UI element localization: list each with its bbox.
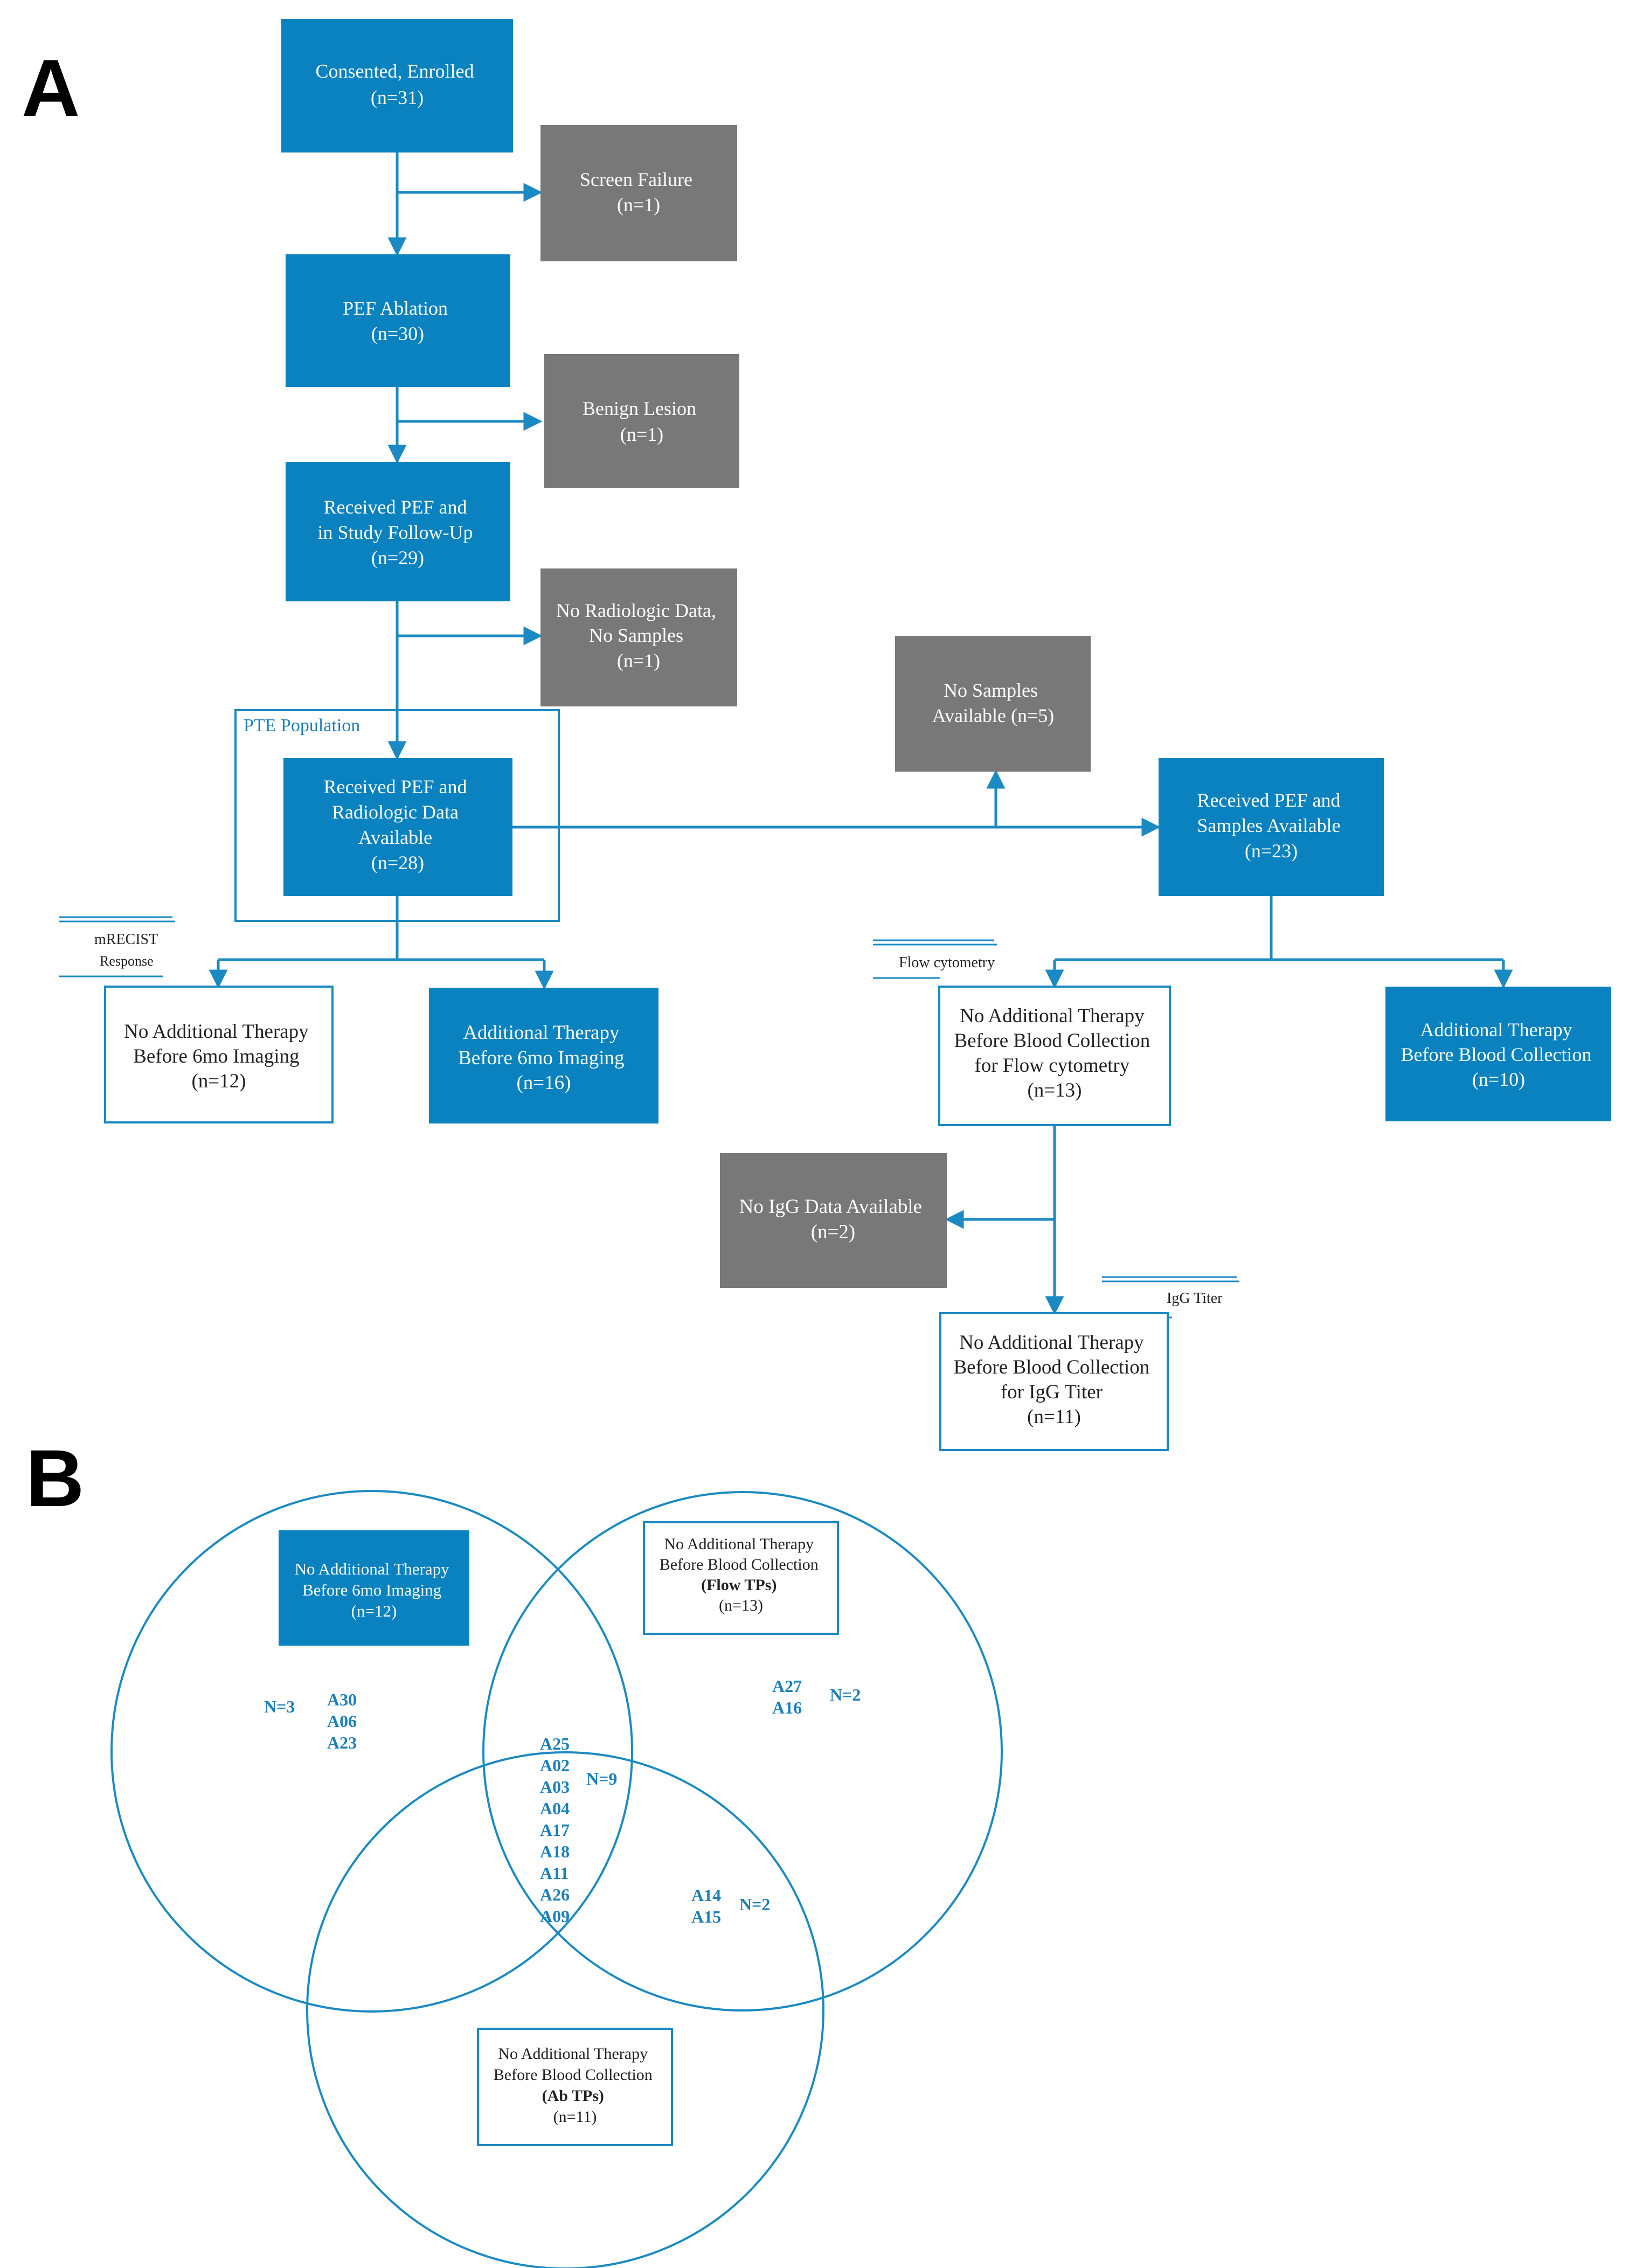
svg-text:PEF Ablation (n=30): PEF Ablation (n=30) xyxy=(343,297,453,344)
pte-population-outline xyxy=(234,709,560,922)
box-no-samples: No Samples Available (n=5) xyxy=(895,636,1091,772)
center-id: A18 xyxy=(540,1842,570,1861)
imaging-only-id: A06 xyxy=(327,1711,357,1731)
svg-text:No Additional Therapy Be: No Additional Therapy Before Blood Colle… xyxy=(953,1331,1154,1428)
venn-region-labels: N=3 A30 A06 A23 N=2 A27 A16 N=9 A25 A02 … xyxy=(264,1676,861,1926)
svg-text:Additional Therapy Befor: Additional Therapy Before 6mo Imaging (n… xyxy=(458,1022,629,1094)
imaging-only-id: A30 xyxy=(327,1690,357,1709)
center-id: A03 xyxy=(540,1777,570,1797)
center-id: A09 xyxy=(540,1906,570,1926)
flow-only-id: A27 xyxy=(772,1676,802,1696)
pte-population-label: PTE Population xyxy=(244,716,360,736)
box-no-radiologic: No Radiologic Data, No Samples (n=1) xyxy=(540,568,737,706)
flowchart-connectors xyxy=(209,152,1513,1315)
box-add-blood: Additional Therapy Before Blood Collecti… xyxy=(1385,987,1611,1121)
svg-text:No Additional Therapy Be: No Additional Therapy Before Blood Colle… xyxy=(954,1005,1155,1101)
imaging-only-count: N=3 xyxy=(264,1697,295,1716)
svg-text:No Additional Therapy Be: No Additional Therapy Before Blood Colle… xyxy=(660,1535,822,1614)
venn-box-imaging: No Additional Therapy Before 6mo Imaging… xyxy=(279,1530,469,1646)
panel-a-label: A xyxy=(22,43,80,133)
box-no-add-imaging: No Additional Therapy Before 6mo Imaging… xyxy=(104,986,334,1123)
svg-text:No Additional Therapy Be: No Additional Therapy Before Blood Colle… xyxy=(494,2045,656,2126)
svg-text:IgG Titer: IgG Titer xyxy=(1167,1290,1223,1307)
center-id: A17 xyxy=(540,1820,570,1840)
tag-flow-cytometry: Flow cytometry xyxy=(873,939,997,979)
svg-text:No Additional Therapy Be: No Additional Therapy Before 6mo Imaging… xyxy=(124,1021,314,1092)
box-add-imaging: Additional Therapy Before 6mo Imaging (n… xyxy=(429,988,658,1123)
venn-circle-ab xyxy=(306,1751,824,2268)
center-id: A02 xyxy=(540,1756,570,1775)
box-screen-failure: Screen Failure (n=1) xyxy=(540,125,737,261)
flow-only-count: N=2 xyxy=(830,1685,861,1704)
svg-text:Additional Therapy Befor: Additional Therapy Before Blood Collecti… xyxy=(1401,1019,1597,1090)
panel-b-label: B xyxy=(26,1433,84,1523)
svg-text:No Samples Available (n=: No Samples Available (n=5) xyxy=(932,679,1055,726)
venn-circle-imaging xyxy=(110,1490,633,2013)
svg-text:Received PEF and Samples: Received PEF and Samples Available (n=23… xyxy=(1197,789,1345,862)
box-received-followup: Received PEF and in Study Follow-Up (n=2… xyxy=(286,462,510,601)
svg-text:Response: Response xyxy=(100,953,154,969)
center-id: A11 xyxy=(540,1863,569,1883)
venn-box-ab: No Additional Therapy Before Blood Colle… xyxy=(477,2028,673,2146)
svg-text:Screen Failure (n=1): Screen Failure (n=1) xyxy=(580,169,697,216)
box-benign-lesion: Benign Lesion (n=1) xyxy=(544,354,739,488)
svg-text:Received PEF and in Stud: Received PEF and in Study Follow-Up (n=2… xyxy=(317,496,477,568)
venn-box-flow: No Additional Therapy Before Blood Colle… xyxy=(643,1521,839,1635)
svg-text:mRECIST: mRECIST xyxy=(94,931,158,948)
svg-text:No IgG Data Available (n: No IgG Data Available (n=2) xyxy=(739,1196,927,1243)
tag-igg-titer: IgG Titer xyxy=(1102,1276,1239,1319)
flow-ab-id: A14 xyxy=(691,1885,721,1905)
svg-text:Consented, Enrolled (n=3: Consented, Enrolled (n=31) xyxy=(316,60,479,108)
svg-text:Flow cytometry: Flow cytometry xyxy=(899,954,995,971)
center-id: A25 xyxy=(540,1734,570,1753)
box-no-add-igg: No Additional Therapy Before Blood Colle… xyxy=(939,1312,1169,1451)
flow-ab-count: N=2 xyxy=(739,1895,770,1914)
box-received-radiologic: Received PEF and Radiologic Data Availab… xyxy=(283,758,512,896)
venn-circles xyxy=(110,1490,1003,2268)
svg-text:No Radiologic Data, No S: No Radiologic Data, No Samples (n=1) xyxy=(556,600,721,671)
center-id: A04 xyxy=(540,1799,570,1818)
box-pef-ablation: PEF Ablation (n=30) xyxy=(286,254,510,387)
box-received-samples: Received PEF and Samples Available (n=23… xyxy=(1159,758,1384,896)
flow-ab-id: A15 xyxy=(691,1907,721,1926)
imaging-only-id: A23 xyxy=(327,1733,357,1752)
box-no-igg: No IgG Data Available (n=2) xyxy=(720,1153,947,1288)
svg-text:Received PEF and Radiolo: Received PEF and Radiologic Data Availab… xyxy=(324,776,472,873)
tag-mrecist: mRECIST Response xyxy=(59,916,175,977)
box-no-add-flow: No Additional Therapy Before Blood Colle… xyxy=(938,986,1171,1126)
svg-text:No Additional Therapy Be: No Additional Therapy Before 6mo Imaging… xyxy=(295,1559,454,1620)
flow-only-id: A16 xyxy=(772,1698,802,1717)
svg-text:Benign Lesion (n=1): Benign Lesion (n=1) xyxy=(583,398,701,445)
venn-circle-flow xyxy=(482,1491,1003,2012)
box-consented: Consented, Enrolled (n=31) xyxy=(281,19,513,152)
center-id: A26 xyxy=(540,1885,570,1904)
center-count: N=9 xyxy=(586,1769,617,1788)
